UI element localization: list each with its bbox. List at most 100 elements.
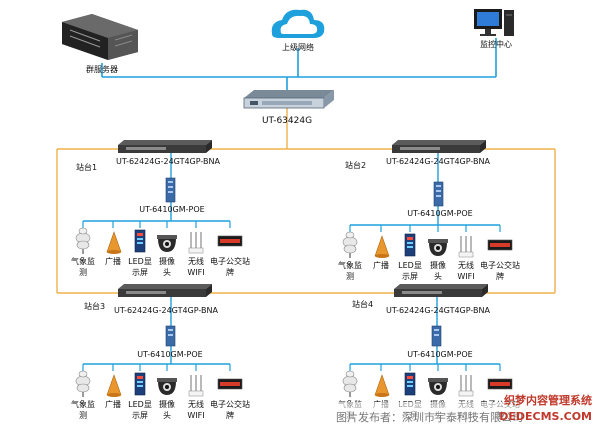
device-label: LED显	[398, 261, 422, 270]
device-label: 广播	[105, 256, 121, 266]
device-label: 测	[346, 272, 354, 281]
core-switch: UT-63424G	[243, 90, 334, 126]
monitor-label: 监控中心	[480, 39, 512, 49]
device-label: LED显	[128, 400, 152, 409]
station-name: 站台3	[84, 301, 105, 311]
device: 广播	[105, 374, 122, 409]
monitoring-center: 监控中心	[474, 9, 514, 49]
station-1: 站台1 UT-62424G-24GT4GP-BNA UT-6410GM-POE	[76, 140, 220, 214]
station-name: 站台1	[76, 162, 97, 172]
agg-switch-label: UT-62424G-24GT4GP-BNA	[114, 306, 218, 315]
device-label: 电子公交站	[480, 260, 520, 270]
device-label: 牌	[226, 410, 234, 420]
loudspeaker-icon	[374, 374, 390, 397]
device-label: WIFI	[457, 272, 474, 281]
device: 广播	[105, 231, 122, 266]
station-name: 站台2	[345, 160, 366, 170]
device-label: 摄像	[159, 399, 175, 409]
watermark-brand-top: 织梦内容管理系统	[504, 393, 592, 407]
station-4: 站台4 UT-62424G-24GT4GP-BNA UT-6410GM-POE	[352, 284, 490, 359]
loudspeaker-icon	[374, 235, 390, 258]
dome-camera-icon	[428, 378, 448, 395]
links-layer	[56, 38, 556, 371]
server-label: 群服务器	[86, 64, 118, 74]
watermark-caption: 图片发布者：深圳市宇泰科技有限公司	[336, 410, 523, 424]
led-display-icon	[404, 372, 416, 396]
watermark-brand-bottom: DEDECMS.COM	[499, 410, 592, 423]
led-display-icon	[134, 229, 146, 253]
device-label: 摄像	[430, 260, 446, 270]
poe-switch-label: UT-6410GM-POE	[407, 209, 472, 218]
poe-switch-label: UT-6410GM-POE	[139, 205, 204, 214]
poe-switch-icon	[165, 325, 176, 347]
device: 广播	[373, 235, 390, 270]
device: 无线 WIFI	[187, 232, 205, 277]
device-label: 广播	[105, 399, 121, 409]
device-label: 测	[79, 268, 87, 277]
device-label: 测	[79, 411, 87, 420]
dome-camera-icon	[157, 235, 177, 252]
watermark: 图片发布者：深圳市宇泰科技有限公司 织梦内容管理系统 DEDECMS.COM	[330, 393, 600, 428]
server-cluster: 群服务器	[62, 14, 138, 74]
station-name: 站台4	[352, 299, 373, 309]
device-label: 头	[163, 267, 171, 277]
device-label: 头	[434, 271, 442, 281]
device-label: 气象监	[71, 256, 95, 266]
bus-stop-sign-icon	[217, 378, 243, 390]
led-display-icon	[134, 372, 146, 396]
cloud-label: 上级网络	[282, 42, 314, 52]
wifi-ap-icon	[188, 232, 204, 254]
dome-camera-icon	[428, 239, 448, 256]
bus-stop-sign-icon	[487, 378, 513, 390]
weather-station-icon	[75, 227, 91, 254]
poe-switch-icon	[165, 177, 176, 203]
device-label: WIFI	[187, 411, 204, 420]
poe-switch-icon	[433, 181, 444, 207]
agg-switch-label: UT-62424G-24GT4GP-BNA	[116, 157, 220, 166]
wifi-ap-icon	[458, 375, 474, 397]
device-label: 示屏	[132, 411, 148, 420]
device-label: LED显	[128, 257, 152, 266]
monitor-computer-icon	[474, 9, 514, 36]
device-label: 示屏	[402, 272, 418, 281]
device-label: 摄像	[159, 256, 175, 266]
loudspeaker-icon	[106, 374, 122, 397]
device: 摄像头	[428, 239, 448, 281]
led-display-icon	[404, 233, 416, 257]
station-2: 站台2 UT-62424G-24GT4GP-BNA UT-6410GM-POE	[345, 140, 490, 218]
agg-switch-icon	[394, 284, 488, 297]
bus-stop-sign-icon	[487, 239, 513, 251]
poe-switch-icon	[431, 325, 442, 347]
cloud-icon	[271, 9, 325, 38]
agg-switch-icon	[118, 284, 212, 297]
poe-switch-label: UT-6410GM-POE	[137, 350, 202, 359]
device: 摄像头	[157, 378, 177, 420]
poe-switch-label: UT-6410GM-POE	[407, 350, 472, 359]
device-label: 电子公交站	[210, 399, 250, 409]
device-label: 无线	[188, 256, 204, 266]
wifi-ap-icon	[188, 375, 204, 397]
device-label: 气象监	[338, 260, 362, 270]
device-label: 示屏	[132, 268, 148, 277]
dome-camera-icon	[157, 378, 177, 395]
device-label: WIFI	[187, 268, 204, 277]
device-label: 牌	[496, 271, 504, 281]
upper-network: 上级网络	[271, 9, 325, 52]
agg-switch-label: UT-62424G-24GT4GP-BNA	[386, 157, 490, 166]
device-label: 广播	[373, 260, 389, 270]
watermark-backdrop	[330, 402, 600, 428]
server-icon	[62, 14, 138, 60]
weather-station-icon	[342, 231, 358, 258]
wifi-ap-icon	[458, 236, 474, 258]
weather-station-icon	[75, 370, 91, 397]
agg-switch-label: UT-62424G-24GT4GP-BNA	[386, 306, 490, 315]
